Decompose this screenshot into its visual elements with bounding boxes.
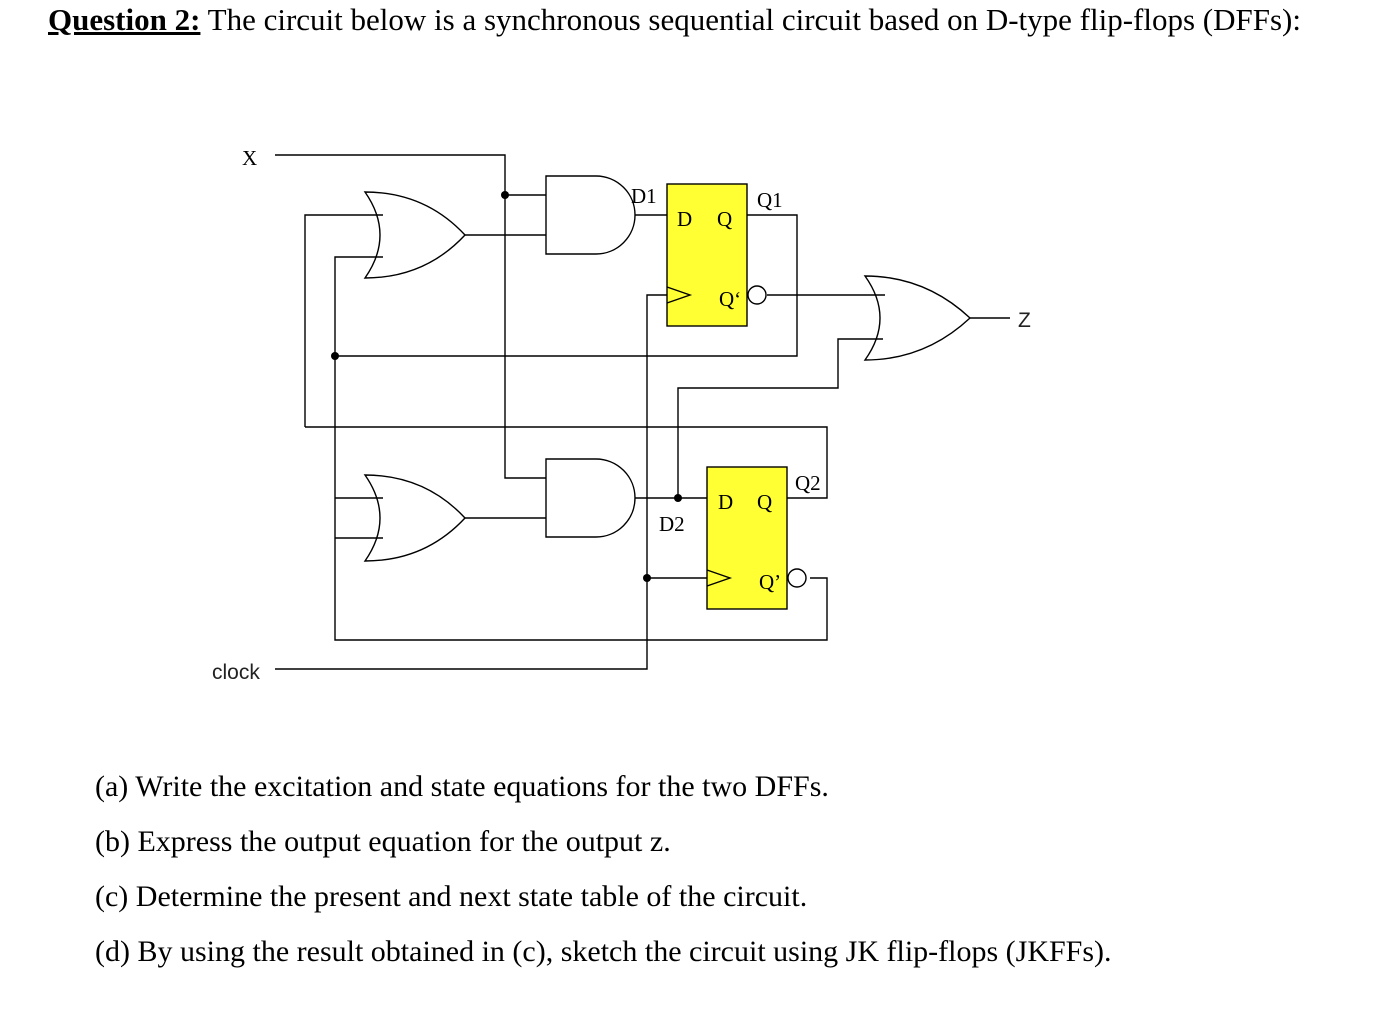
- wire-q2: [305, 426, 828, 499]
- wire-or3-in-bottom: [677, 338, 883, 498]
- ff2-qbar-bubble: [787, 568, 807, 588]
- label-z: Z: [1018, 309, 1031, 332]
- ff1-d-pin: D: [677, 207, 692, 231]
- or-gate-1: [363, 191, 466, 279]
- label-q2: Q2: [795, 471, 821, 495]
- junction-d2: [674, 494, 682, 502]
- label-clock: clock: [212, 661, 260, 684]
- part-d: (d) By using the result obtained in (c),…: [95, 935, 1112, 968]
- ff1-qbar-bubble: [747, 285, 767, 305]
- ff2-clock-triangle: [706, 569, 733, 587]
- question-title: Question 2: The circuit below is a synch…: [48, 2, 1301, 38]
- wire-q1-down: [334, 356, 828, 641]
- and-gate-2: [545, 458, 636, 538]
- question-text: The circuit below is a synchronous seque…: [200, 2, 1301, 37]
- part-b: (b) Express the output equation for the …: [95, 825, 671, 858]
- ff1-q-pin: Q: [717, 207, 732, 231]
- label-x: X: [242, 146, 257, 170]
- label-q1: Q1: [757, 188, 783, 212]
- flipflop-2: [706, 466, 788, 610]
- wire-or1-in-top: [304, 214, 383, 427]
- wire-x: [275, 154, 546, 479]
- ff1-clock-triangle: [666, 286, 693, 304]
- wire-or1-in-bottom: [334, 256, 383, 355]
- ff2-q-pin: Q: [757, 490, 772, 514]
- ff2-d-pin: D: [718, 490, 733, 514]
- label-d1: D1: [631, 184, 657, 208]
- junction-clock: [643, 574, 651, 582]
- question-label: Question 2:: [48, 2, 201, 37]
- wire-clock: [275, 294, 667, 670]
- question-parts: (a) Write the excitation and state equat…: [95, 770, 1112, 990]
- part-a: (a) Write the excitation and state equat…: [95, 770, 829, 803]
- label-d2: D2: [659, 512, 685, 536]
- junction-x: [501, 191, 509, 199]
- junction-q1: [331, 352, 339, 360]
- ff1-qbar-pin: Q‘: [719, 287, 741, 311]
- or-gate-3: [863, 275, 972, 361]
- flipflop-1: [666, 183, 748, 327]
- and-gate-1: [545, 175, 636, 255]
- part-c: (c) Determine the present and next state…: [95, 880, 808, 913]
- wire-q1: [335, 214, 798, 357]
- or-gate-2: [363, 474, 466, 562]
- ff2-qbar-pin: Q’: [759, 570, 781, 594]
